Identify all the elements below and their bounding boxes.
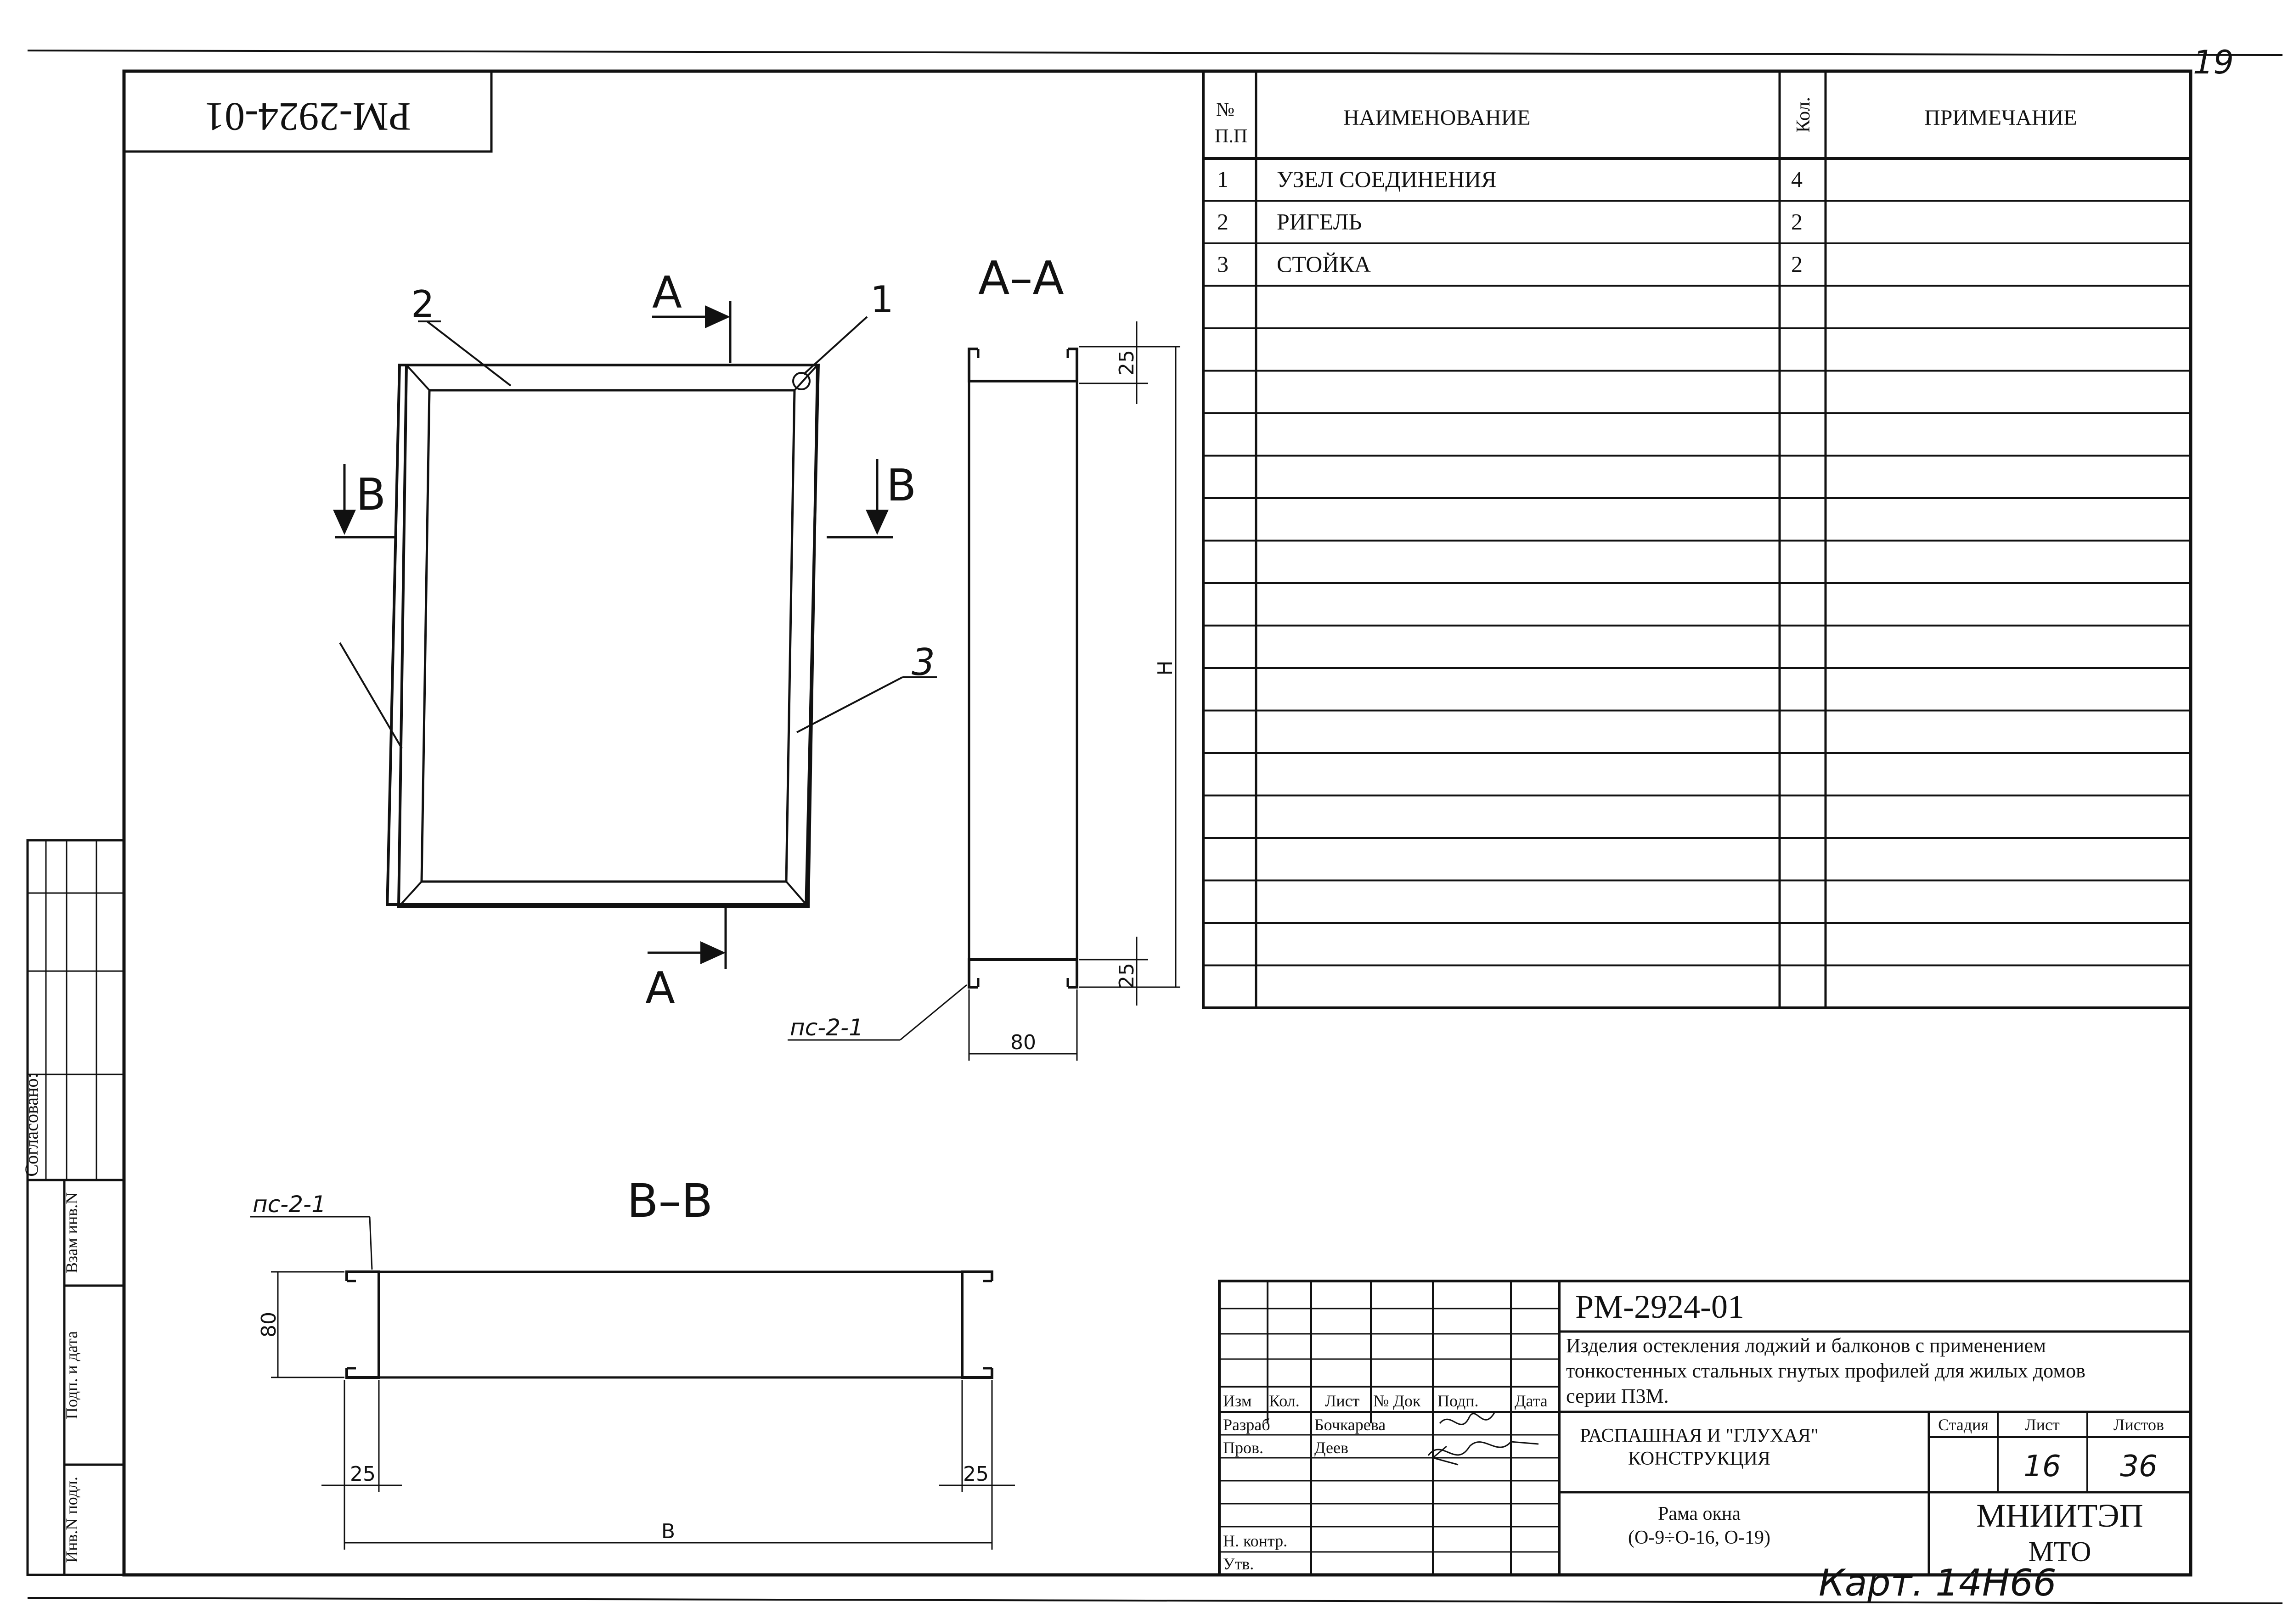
tb-stage-label: Стадия — [1938, 1416, 1989, 1434]
spec-cell-qty: 2 — [1791, 251, 1803, 277]
stamp-replace-inv: Взам инв.N — [62, 1192, 81, 1274]
code-stamp-text: РМ-2924-01 — [204, 94, 411, 139]
tb-header-doc: № Док — [1373, 1392, 1421, 1410]
page-number-mark: 19 — [2193, 44, 2234, 81]
label-arrow-b-right: В — [886, 461, 916, 511]
section-bb-profile-label: пс-2-1 — [253, 1191, 326, 1218]
tb-sheet-value: 16 — [2023, 1450, 2061, 1484]
code-stamp-rotated: РМ-2924-01 — [123, 70, 493, 153]
label-top-rail: 2 — [411, 283, 434, 326]
section-bb-dim-right: 25 — [963, 1462, 989, 1486]
spec-header-name: НАИМЕНОВАНИЕ — [1343, 106, 1531, 130]
tb-name-dev: Бочкарева — [1314, 1416, 1386, 1434]
tb-section-title-2: КОНСТРУКЦИЯ — [1628, 1448, 1770, 1469]
spec-table-rows: 1 УЗЕЛ СОЕДИНЕНИЯ 4 2 РИГЕЛЬ 2 3 СТОЙКА 2 — [1203, 166, 2191, 967]
section-bb-dim-height: 80 — [257, 1312, 281, 1337]
tb-sheets-label: Листов — [2113, 1416, 2164, 1434]
section-bb — [250, 1216, 1015, 1550]
title-desc-line-2: тонкостенных стальных гнутых профилей дл… — [1566, 1360, 2085, 1382]
section-aa — [788, 321, 1180, 1061]
stamp-agreed: Согласовано: — [21, 1073, 42, 1176]
label-corner-node: 1 — [870, 278, 894, 321]
stamp-sign-date: Подп. и дата — [62, 1331, 81, 1419]
frame-outer — [386, 364, 820, 906]
title-block — [1218, 1280, 2192, 1576]
spec-cell-num: 1 — [1217, 166, 1229, 192]
node-circle — [792, 372, 811, 390]
tb-product-title-1: Рама окна — [1658, 1503, 1741, 1524]
spec-cell-name: УЗЕЛ СОЕДИНЕНИЯ — [1277, 166, 1497, 192]
tb-sheet-label: Лист — [2025, 1416, 2060, 1434]
tb-header-change: Изм — [1223, 1392, 1252, 1410]
spec-header-num-2: П.П — [1215, 126, 1247, 147]
left-stamp — [26, 839, 125, 1576]
handwritten-note: Карт. 14Н66 — [1819, 1562, 2057, 1604]
tb-sheets-value: 36 — [2120, 1450, 2157, 1484]
label-arrow-b-left: В — [356, 470, 386, 520]
tb-header-sheet: Лист — [1325, 1392, 1360, 1410]
section-aa-profile-label: пс-2-1 — [790, 1014, 863, 1041]
spec-table — [1202, 70, 2192, 1009]
section-aa-dim-top: 25 — [1115, 350, 1138, 376]
frame-inner — [420, 389, 796, 883]
section-bb-dim-width: В — [661, 1520, 675, 1543]
tb-org-2: МТО — [2029, 1536, 2091, 1568]
spec-cell-name: СТОЙКА — [1277, 251, 1371, 277]
spec-cell-qty: 4 — [1791, 166, 1803, 192]
spec-header-num-1: № — [1216, 99, 1234, 120]
section-bb-dim-left: 25 — [350, 1462, 376, 1486]
spec-cell-qty: 2 — [1791, 209, 1803, 235]
section-bb-title: В–В — [627, 1174, 713, 1228]
title-code: РМ-2924-01 — [1575, 1288, 1744, 1325]
stamp-inv-orig: Инв.N подл. — [62, 1477, 81, 1563]
frame-outline — [397, 364, 819, 908]
spec-cell-name: РИГЕЛЬ — [1277, 209, 1362, 235]
tb-role-approve: Утв. — [1223, 1555, 1254, 1573]
section-aa-title: А–А — [978, 251, 1064, 305]
signature-scribble — [1427, 1411, 1539, 1466]
tb-section-title-1: РАСПАШНАЯ И "ГЛУХАЯ" — [1580, 1425, 1819, 1446]
section-aa-dim-bottom: 25 — [1115, 963, 1138, 989]
spec-cell-num: 2 — [1217, 209, 1229, 235]
label-arrow-a-bottom: А — [645, 963, 675, 1014]
tb-product-title-2: (О-9÷О-16, О-19) — [1628, 1527, 1770, 1548]
tb-org-1: МНИИТЭП — [1976, 1497, 2143, 1534]
label-arrow-a-top: А — [652, 268, 682, 318]
section-aa-dim-width: 80 — [1010, 1031, 1036, 1054]
spec-cell-num: 3 — [1217, 251, 1229, 277]
tb-role-dev: Разраб — [1223, 1416, 1270, 1434]
front-view — [333, 301, 937, 969]
tb-header-sign: Подп. — [1437, 1392, 1479, 1410]
spec-header-qty: Кол. — [1793, 97, 1814, 133]
tb-header-count: Кол. — [1269, 1392, 1300, 1410]
spec-header-note: ПРИМЕЧАНИЕ — [1924, 106, 2077, 130]
title-desc-line-1: Изделия остекления лоджий и балконов с п… — [1566, 1334, 2046, 1357]
tb-role-norm: Н. контр. — [1223, 1532, 1287, 1550]
section-aa-dim-height: Н — [1154, 660, 1177, 675]
tb-role-check: Пров. — [1223, 1439, 1263, 1457]
tb-header-date: Дата — [1515, 1392, 1548, 1410]
title-desc-line-3: серии П3М. — [1566, 1385, 1669, 1407]
tb-name-check: Деев — [1314, 1439, 1348, 1457]
label-side-post: 3 — [912, 641, 935, 684]
